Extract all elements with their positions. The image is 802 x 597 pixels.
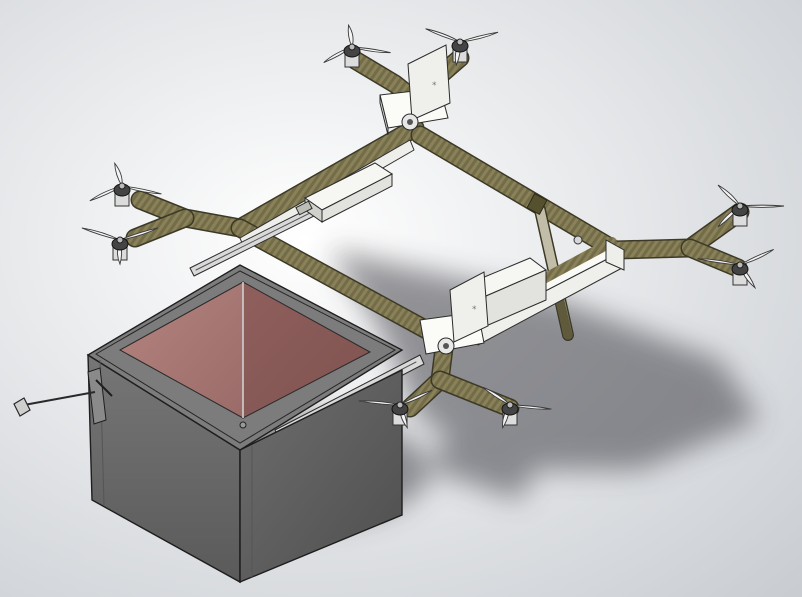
winch-handle — [13, 391, 96, 417]
propeller-blade — [119, 227, 159, 241]
rotor-s-2 — [482, 386, 552, 430]
propeller-blade — [739, 249, 774, 266]
hub-bracket-bottom: * — [419, 271, 489, 355]
spinner-cap — [118, 182, 126, 190]
spinner-cap — [116, 236, 124, 244]
propeller-blade — [114, 161, 123, 188]
electronics-box-left — [295, 162, 393, 223]
propeller-blade — [697, 258, 741, 266]
rotor-s-1 — [358, 389, 433, 430]
rotor-e-2 — [697, 249, 774, 290]
arm-front-left — [230, 218, 455, 350]
propeller-blade — [399, 389, 433, 406]
rotor-w-1 — [89, 161, 162, 207]
rotor-group — [81, 23, 785, 430]
cargo-box — [86, 264, 404, 584]
arm-clamp — [526, 193, 548, 215]
propeller-blade — [351, 46, 391, 54]
propeller-blade — [81, 227, 121, 241]
spinner-cap — [348, 43, 356, 51]
propeller-blade — [739, 204, 785, 208]
hub-bracket-top: * — [379, 44, 451, 136]
propeller-blade — [509, 404, 552, 410]
propeller-blade — [121, 185, 162, 195]
spinner-cap — [456, 38, 464, 46]
arm-rear-right — [410, 125, 625, 260]
propeller-blade — [717, 184, 741, 207]
cargo-lid-glass — [118, 281, 372, 419]
arm-rear-left — [230, 118, 425, 238]
hub-joint-east — [573, 235, 625, 271]
arm-left-y — [125, 190, 250, 248]
svg-text:*: * — [432, 81, 437, 91]
propeller-blade — [425, 28, 461, 43]
spinner-cap — [396, 401, 404, 409]
rotor-w-2 — [81, 227, 159, 266]
propeller-blade — [358, 400, 401, 406]
propeller-blade — [459, 31, 499, 43]
spinner-cap — [736, 261, 744, 269]
propeller-blade — [347, 23, 354, 49]
spinner-cap — [506, 401, 514, 409]
spinner-cap — [736, 202, 744, 210]
propeller-blade — [482, 386, 511, 406]
rotor-nw-2 — [425, 28, 499, 67]
rotor-e-1 — [717, 184, 785, 228]
rotor-nw-1 — [323, 23, 391, 68]
arm-right-y — [605, 202, 750, 278]
cargo-latch — [87, 367, 113, 425]
svg-text:*: * — [472, 305, 477, 315]
